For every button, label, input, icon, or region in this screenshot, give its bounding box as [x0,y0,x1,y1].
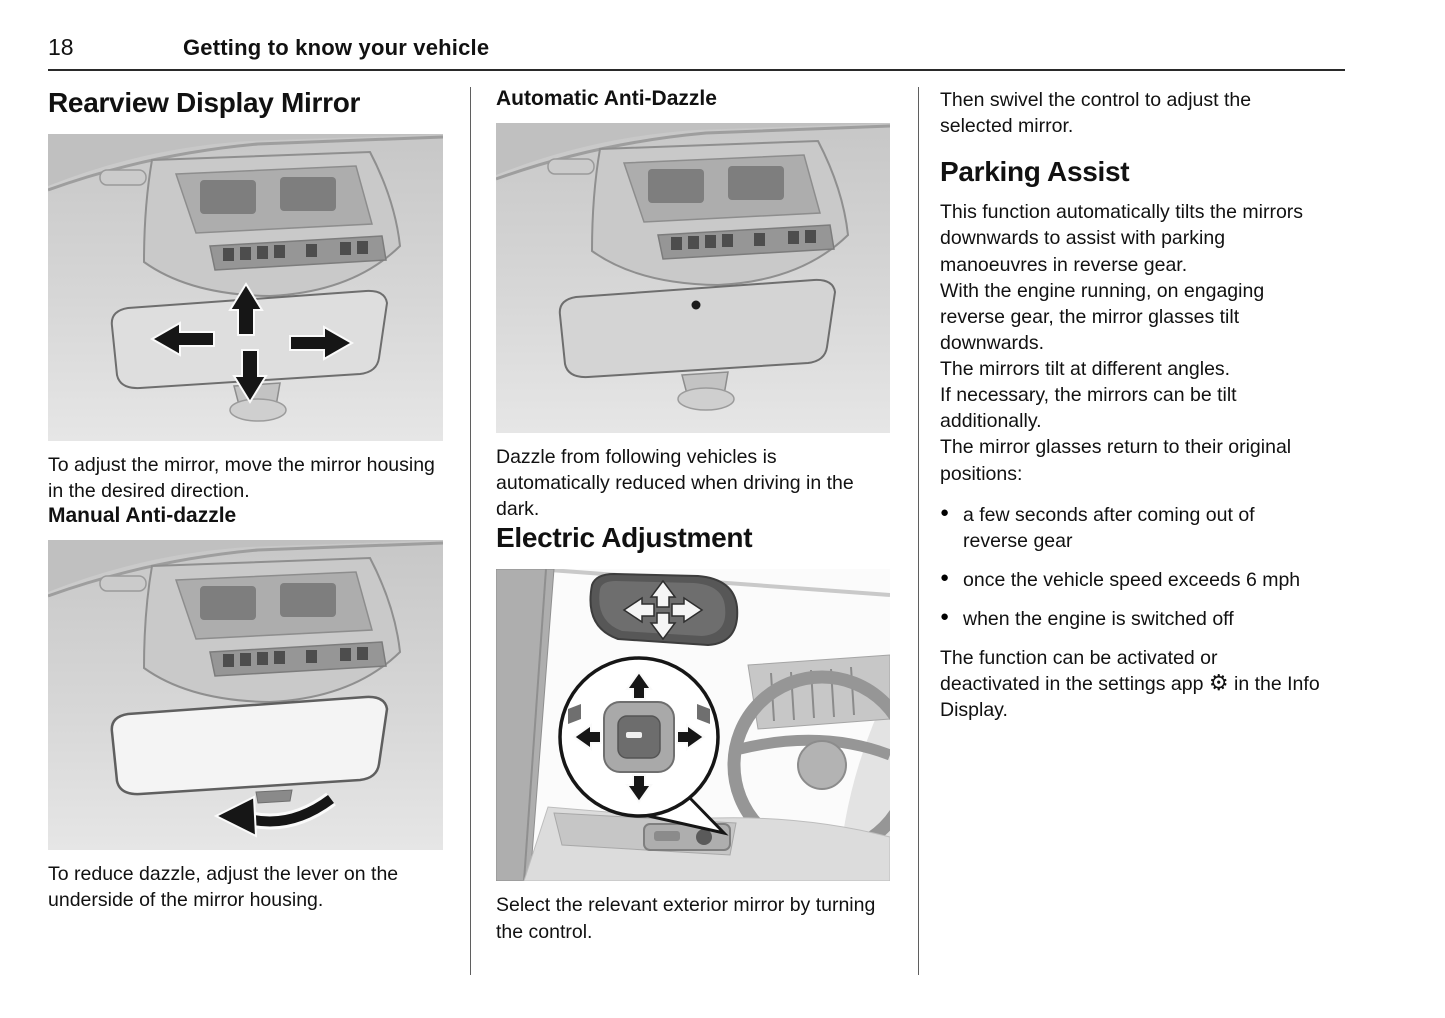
paragraph-parking-assist-4: If necessary, the mirrors can be tilt ad… [940,384,1237,433]
list-item-text: a few seconds after coming out of revers… [963,503,1255,552]
caption-electric-adjustment: Select the relevant exterior mirror by t… [496,894,876,943]
heading-electric-adjustment: Electric Adjustment [496,522,753,554]
heading-rearview-display-mirror: Rearview Display Mirror [48,87,361,118]
four-direction-arrows-icon [149,282,355,404]
column-middle: Automatic Anti-Dazzle [471,87,919,975]
bullet-icon: ● [940,608,950,625]
paragraph-parking-assist-5: The mirror glasses return to their origi… [940,436,1292,485]
paragraph-parking-assist-3: The mirrors tilt at different angles. [940,358,1231,380]
lever-curved-arrow-icon [213,792,336,838]
caption-rearview-adjust: To adjust the mirror, move the mirror ho… [48,454,435,503]
interior-mirror-icon [110,289,389,422]
bullet-icon: ● [940,503,950,521]
callout-magnifier [558,656,729,836]
overhead-console-icon [48,540,443,704]
automatic-anti-dazzle-illustration [496,123,890,433]
list-item-text: when the engine is switched off [963,608,1234,630]
heading-parking-assist: Parking Assist [940,156,1130,188]
page-number: 18 [48,34,74,60]
figure-electric-adjustment [496,569,890,882]
three-column-layout: Rearview Display Mirror [0,87,1445,975]
header-rule [48,69,1345,71]
chapter-title: Getting to know your vehicle [183,35,490,60]
electric-adjustment-illustration [496,569,890,882]
overhead-console-icon [496,123,890,287]
interior-mirror-icon [558,278,837,411]
column-right: Then swivel the control to adjust the se… [919,87,1349,975]
right-mirror-glyph-icon [697,704,710,725]
manual-anti-dazzle-illustration [48,540,443,851]
heading-automatic-anti-dazzle: Automatic Anti-Dazzle [496,87,717,110]
bullet-icon: ● [940,568,950,586]
overhead-console-icon [48,134,443,298]
heading-manual-anti-dazzle: Manual Anti-dazzle [48,504,237,528]
interior-mirror-icon [110,695,389,804]
paragraph-activation: The function can be activated or deactiv… [940,645,1321,723]
mirror-cross-arrows-icon [622,580,704,641]
exterior-mirror-icon [589,573,739,647]
list-item-text: once the vehicle speed exceeds 6 mph [963,568,1301,591]
paragraph-parking-assist-2: With the engine running, on engaging rev… [940,279,1265,354]
return-conditions-list: ● a few seconds after coming out of reve… [940,502,1321,633]
page-header: 18 Getting to know your vehicle [0,34,1445,61]
column-left: Rearview Display Mirror [48,87,471,975]
settings-gear-icon: ⚙ [1208,670,1229,696]
list-item: ● once the vehicle speed exceeds 6 mph [940,567,1321,593]
paragraph-swivel-control: Then swivel the control to adjust the se… [940,89,1252,138]
caption-automatic-anti-dazzle: Dazzle from following vehicles is automa… [496,446,854,521]
figure-rearview-mirror-adjustment [48,134,443,441]
control-direction-arrows-icon [572,670,706,805]
left-mirror-glyph-icon [568,704,581,725]
caption-manual-anti-dazzle: To reduce dazzle, adjust the lever on th… [48,863,399,912]
rearview-mirror-adjust-illustration [48,134,443,441]
figure-automatic-anti-dazzle [496,123,890,433]
list-item: ● a few seconds after coming out of reve… [940,502,1321,554]
dazzle-sensor-dot-icon [691,300,701,310]
list-item: ● when the engine is switched off [940,606,1321,632]
paragraph-parking-assist-1: This function automatically tilts the mi… [940,201,1304,276]
closing-text-before: The function can be activated or deactiv… [940,647,1218,696]
figure-manual-anti-dazzle [48,540,443,851]
closing-text-after: in the Info Display. [940,673,1320,722]
